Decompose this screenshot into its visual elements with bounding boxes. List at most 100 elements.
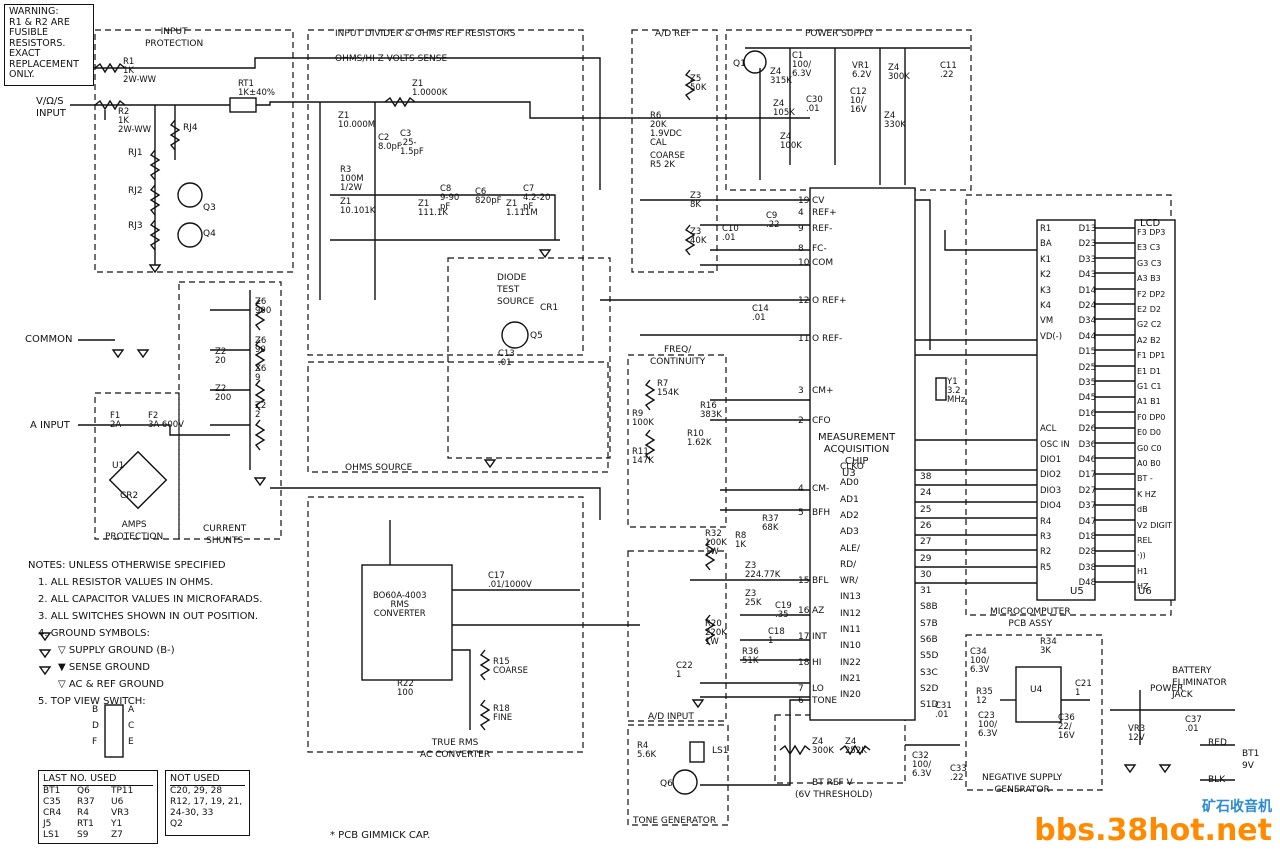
chip-right-pin-num: 8 [798, 244, 804, 254]
chip-right-pin-num: 17 [798, 632, 810, 642]
blk-lead-label: BLK [1208, 775, 1226, 785]
c3-label: C3 .25- 1.5pF [400, 129, 424, 157]
micro-pin-left: DIO2 [1040, 470, 1062, 481]
lcd-segment: F2 DP2 [1137, 289, 1166, 299]
chip-right-pin-num: 12 [798, 296, 810, 306]
micro-pin-right: D45 [1078, 393, 1096, 404]
f1-label: F1 2A [110, 411, 122, 430]
r32-label: R32 100K 1W [705, 529, 727, 557]
chip-right-pin-name: INT [812, 632, 827, 642]
chip-left-pin: IN13S8B [840, 592, 960, 612]
z3-224-label: Z3 224.77K [745, 561, 781, 580]
chip-left-pin: IN21S2D [840, 674, 960, 694]
chip-left-pin-num: 25 [920, 504, 932, 515]
r37-label: R37 68K [762, 514, 779, 533]
u4-body [1015, 666, 1062, 723]
q1-label: Q1 [733, 59, 746, 69]
chip-right-pin-name: COM [812, 258, 834, 268]
u4-label: U4 [1030, 685, 1043, 695]
svg-text:D: D [92, 721, 99, 731]
z6-900-label: Z6 900 [255, 297, 272, 316]
c7-label: C7 4.2-20 pF [523, 184, 551, 212]
chip-right-pin-num: 5 [798, 508, 804, 518]
c12-label: C12 10/ 16V [850, 87, 867, 115]
not-used-row: Q2 [170, 819, 183, 829]
last-no-used-cell: CR4 [43, 808, 62, 818]
ad-ref-title: A/D REF [655, 29, 692, 39]
micro-pin-right: D34 [1078, 316, 1096, 327]
rj1-label: RJ1 [128, 148, 143, 158]
z4-300k-label: Z4 300K [812, 737, 834, 756]
micro-pin-right: D25 [1078, 362, 1096, 373]
z1-111k-label: Z1 111.1K [418, 199, 448, 218]
lcd-segment: A0 B0 [1137, 459, 1161, 468]
chip-left-pin-num: 26 [920, 520, 932, 531]
y1-crystal [935, 377, 947, 401]
chip-right-pin-name: BFH [812, 508, 831, 518]
z3-25k-label: Z3 25K [745, 589, 762, 608]
ground-symbols [38, 249, 1172, 774]
chip-right-pin-num: 9 [798, 224, 804, 234]
u5-label: U5 [1070, 586, 1084, 597]
micro-pin-right: D47 [1078, 516, 1096, 527]
chip-left-pin-name: IN21 [840, 673, 861, 684]
micro-pin-right: D48 [1078, 578, 1096, 589]
measurement-chip-body [809, 187, 916, 721]
chip-right-pin: CM+3 [798, 386, 834, 396]
last-no-used-cell: LS1 [43, 830, 60, 840]
z3-40k-label: Z3 40K [690, 227, 707, 246]
chip-left-pin: AD327 [840, 527, 960, 547]
q5-transistor [501, 321, 529, 349]
svg-text:C: C [128, 721, 134, 731]
chip-left-pin: RD/30 [840, 560, 960, 580]
r4-label: R4 5.6K [637, 741, 657, 760]
micro-pin-right: D38 [1078, 562, 1096, 573]
power-supply-block [725, 29, 972, 191]
chip-right-pin-num: 6 [798, 696, 804, 706]
z6-90-label: Z6 90 [255, 336, 267, 355]
c9-label: C9 .22 [766, 211, 780, 230]
c34-label: C34 100/ 6.3V [970, 647, 990, 675]
c6-label: C6 820pF [475, 187, 502, 206]
not-used-row: 24-30, 33 [170, 808, 214, 818]
top-view-switch: B D F A C E [92, 704, 135, 758]
note-line: ▼ SENSE GROUND [58, 662, 150, 673]
z2-2-label: Z2 2 [255, 401, 267, 420]
last-no-used-cell: Q6 [77, 786, 90, 796]
chip-left-pin-name: IN10 [840, 641, 861, 652]
r8-label: R8 1K [735, 531, 747, 550]
chip-right-pin-name: CFO [812, 416, 831, 426]
c30-label: C30 .01 [806, 95, 823, 114]
lcd-segment: K HZ [1137, 489, 1157, 499]
z2-200-label: Z2 200 [215, 384, 232, 403]
micro-pin-right: D26 [1078, 424, 1096, 435]
watermark-url: bbs.38hot.net [1034, 813, 1272, 848]
lcd-segment: dB [1137, 505, 1148, 515]
svg-text:B: B [92, 705, 98, 715]
ad-input-title: A/D INPUT [648, 712, 694, 722]
chip-right-pin-num: 11 [798, 334, 810, 344]
u6-label: U6 [1138, 586, 1152, 597]
micro-pin-left: R4 [1040, 516, 1052, 527]
chip-right-pin-name: CV [812, 196, 825, 206]
not-used-row: C20, 29, 28 [170, 786, 223, 796]
micro-pin-left: DIO4 [1040, 501, 1062, 512]
lcd-segment: E3 C3 [1137, 243, 1161, 253]
z1-top-label: Z1 1.0000K [412, 79, 448, 98]
battery-bt1-label: BT1 9V [1242, 749, 1260, 771]
svg-text:F: F [92, 737, 97, 747]
lcd-segment: G0 C0 [1137, 443, 1162, 453]
y1-label: Y1 3.2 MHz [947, 377, 966, 405]
z5-50k-label: Z5 50K [690, 74, 707, 93]
z4-330k-label: Z4 330K [884, 111, 906, 130]
u3-label: U3 [842, 468, 856, 479]
chip-left-pin-name: IN12 [840, 608, 861, 619]
micro-pin-right: D44 [1078, 331, 1096, 342]
q6-transistor [672, 769, 698, 795]
vr3-label: VR3 12V [1128, 724, 1146, 743]
r3-label: R3 100M 1/2W [340, 165, 364, 193]
lcd-segment: F0 DP0 [1137, 412, 1166, 422]
